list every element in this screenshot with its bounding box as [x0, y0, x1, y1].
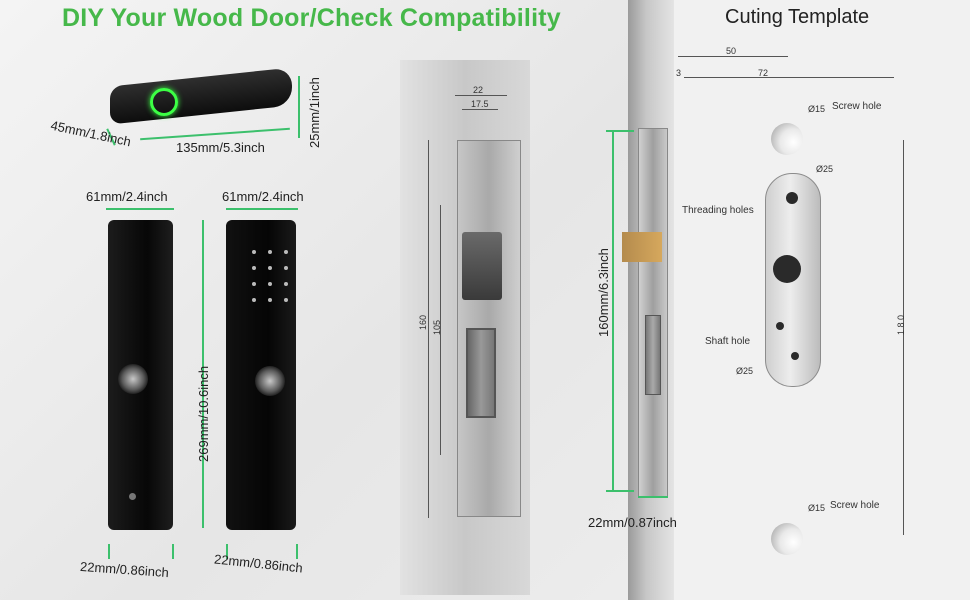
dim-line: [106, 208, 174, 210]
dim-line: [612, 131, 614, 491]
strike-length-label: 160: [418, 314, 428, 330]
screw-hole-top-label: Screw hole: [832, 101, 882, 112]
dim-line: [638, 496, 668, 498]
template-background: [674, 0, 970, 600]
keypad-key-icon: [252, 282, 256, 286]
screw-hole-bottom-label: Screw hole: [830, 500, 880, 511]
plate-screw: [791, 352, 799, 360]
strike-width-inner: 17.5: [471, 99, 489, 109]
dim-line: [296, 544, 298, 559]
bottom-screw-hole: [771, 523, 803, 555]
keypad-key-icon: [252, 266, 256, 270]
strike-width-outer: 22: [473, 85, 484, 95]
door-edge-slot: [645, 315, 661, 395]
dim-line: [226, 208, 298, 210]
d25-top-label: Ø25: [816, 164, 834, 174]
plate-screw: [776, 322, 784, 330]
door-edge-height-label: 160mm/6.3inch: [596, 248, 611, 337]
page-title: DIY Your Wood Door/Check Compatibility: [62, 4, 561, 32]
inner-knob: [255, 366, 285, 396]
dim-line: [462, 109, 498, 110]
template-center-dim: 72: [758, 68, 769, 78]
d15-top-label: Ø15: [808, 104, 826, 114]
thumb-turn-knob: [118, 364, 148, 394]
keypad-key-icon: [268, 266, 272, 270]
top-screw-hole: [771, 123, 803, 155]
handle-width-label: 135mm/5.3inch: [176, 140, 265, 155]
dim-line: [226, 544, 228, 559]
shaft-hole-label: Shaft hole: [705, 336, 751, 347]
threading-holes-label: Threading holes: [682, 205, 754, 216]
bell-icon: [284, 298, 288, 302]
dim-line: [903, 140, 904, 535]
dim-line: [606, 490, 634, 492]
latch-mechanism: [462, 232, 502, 300]
door-edge-plate: [638, 128, 668, 497]
keypad-key-icon: [284, 250, 288, 254]
deadbolt-slot: [466, 328, 496, 418]
dim-line: [298, 76, 300, 138]
dim-line: [678, 56, 788, 57]
d25-bottom-label: Ø25: [736, 366, 754, 376]
dim-line: [455, 95, 507, 96]
keypad-key-icon: [284, 266, 288, 270]
front-width-label: 61mm/2.4inch: [86, 189, 168, 204]
template-title: Cuting Template: [725, 6, 870, 28]
keypad-key-icon: [268, 298, 272, 302]
door-edge-width-label: 22mm/0.87inch: [588, 515, 677, 530]
strike-slot-length-label: 105: [432, 319, 442, 335]
keyhole-icon: [129, 493, 136, 500]
template-top-dim: 50: [726, 46, 737, 56]
handle-height-label: 25mm/1inch: [307, 77, 322, 148]
keypad-key-icon: [268, 250, 272, 254]
template-height-dim: 1 8 0: [896, 314, 906, 335]
dim-line: [684, 77, 894, 78]
shaft-hole-cutout: [773, 255, 801, 283]
keypad-key-icon: [252, 298, 256, 302]
keypad-key-icon: [284, 282, 288, 286]
lock-height-label: 269mm/10.6inch: [196, 365, 211, 462]
keypad-key-icon: [252, 250, 256, 254]
d15-bottom-label: Ø15: [808, 503, 826, 513]
keypad-key-icon: [268, 282, 272, 286]
dim-line: [440, 205, 441, 455]
plate-top-screw: [786, 192, 798, 204]
dim-line: [202, 220, 204, 528]
back-width-label: 61mm/2.4inch: [222, 189, 304, 204]
dim-line: [606, 130, 634, 132]
template-offset-dim: 3: [676, 68, 682, 78]
dim-line: [172, 544, 174, 559]
dim-line: [108, 544, 110, 559]
latch-bolt: [622, 232, 662, 262]
dim-line: [428, 140, 429, 518]
fingerprint-ring-icon: [150, 88, 178, 116]
